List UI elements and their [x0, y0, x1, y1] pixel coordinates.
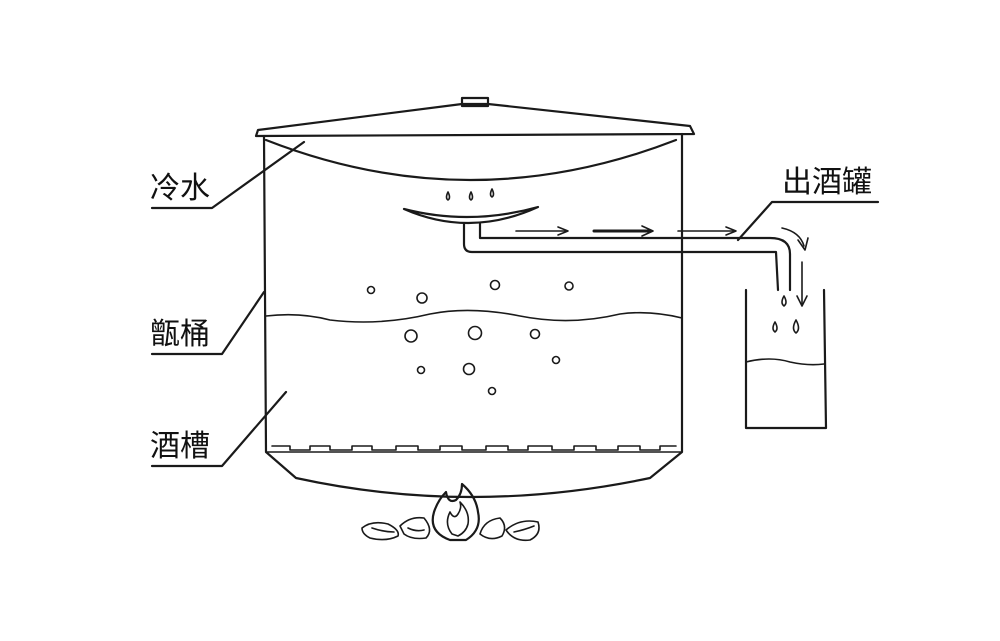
- collection-jar: [744, 288, 828, 430]
- leader-lines: [150, 140, 880, 468]
- steamer-barrel: [262, 132, 684, 499]
- collecting-dish: [402, 205, 540, 225]
- label-steamer: 甑桶: [150, 317, 210, 352]
- condensation-drops: [445, 188, 495, 201]
- flow-arrows: [515, 225, 809, 307]
- outlet-pipe: [462, 222, 792, 292]
- cold-water-basin: [264, 138, 678, 182]
- drip-drops: [772, 295, 800, 334]
- lid: [254, 96, 696, 138]
- label-wine-vat: 酒槽: [150, 429, 210, 464]
- bubbles: [366, 279, 574, 396]
- grain-bed: [271, 445, 677, 451]
- liquid-surface: [265, 309, 683, 323]
- label-cold-water: 冷水: [150, 171, 210, 206]
- label-outlet-jar: 出酒罐: [782, 165, 872, 200]
- fire: [361, 482, 540, 542]
